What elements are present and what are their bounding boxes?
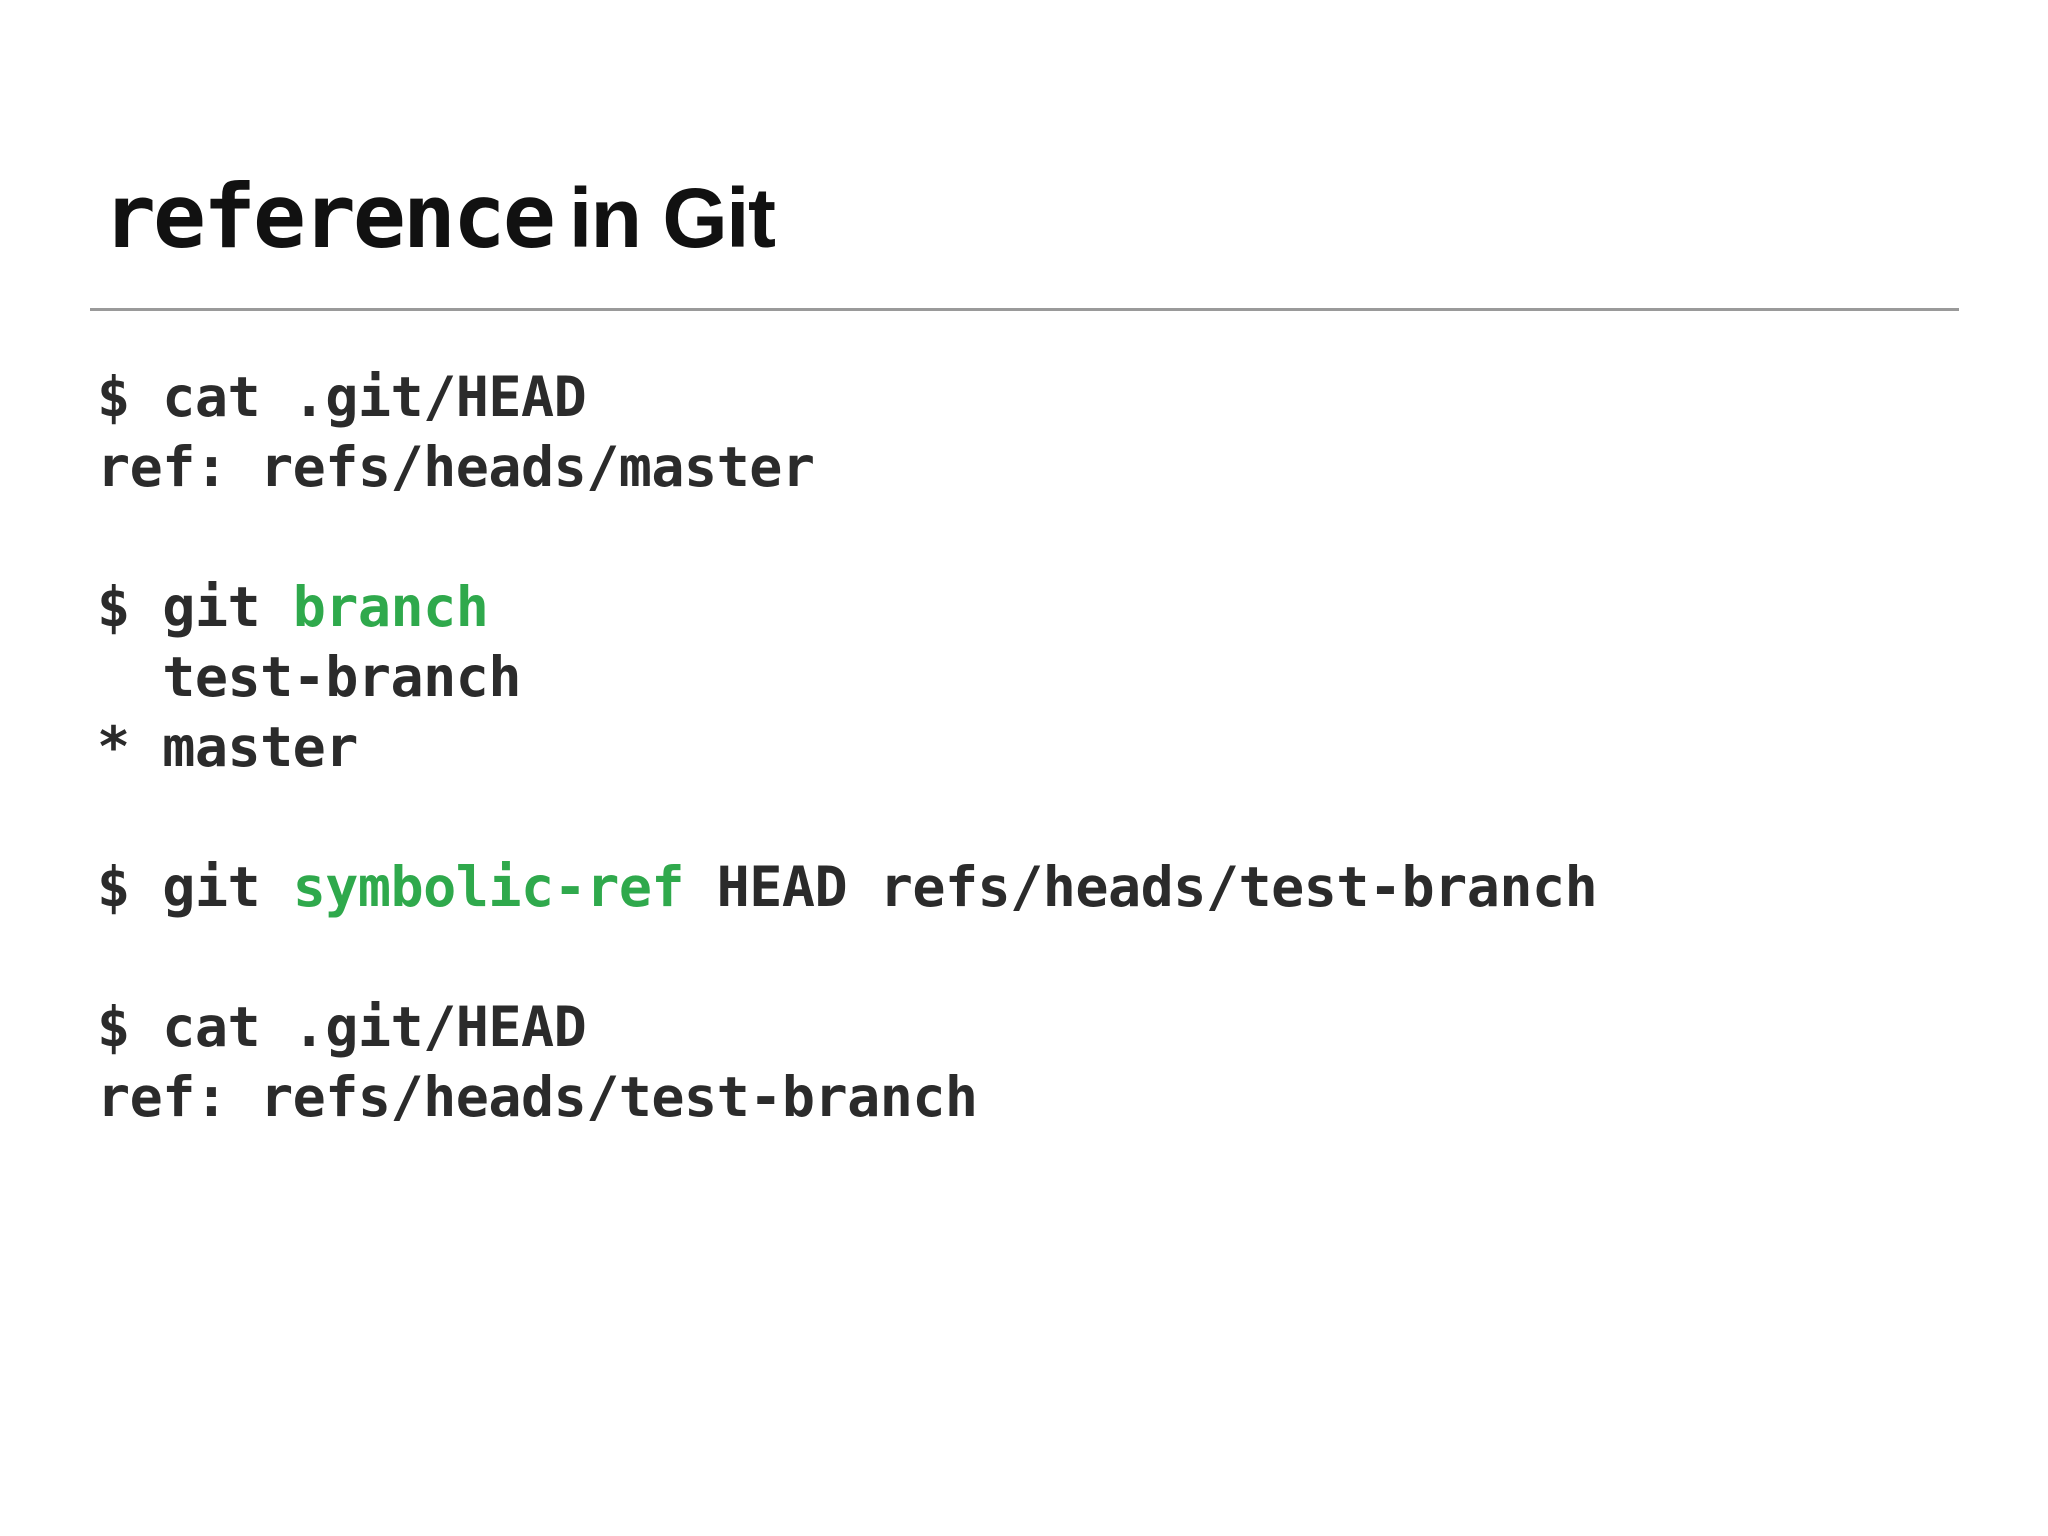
code-text: $ cat .git/HEAD — [97, 365, 587, 429]
git-subcommand-highlight: branch — [292, 575, 489, 639]
code-line-blank — [97, 782, 1597, 852]
code-line: ref: refs/heads/master — [97, 432, 1597, 502]
code-text: ref: refs/heads/master — [97, 435, 815, 499]
code-line: $ git symbolic-ref HEAD refs/heads/test-… — [97, 852, 1598, 922]
code-text: test-branch — [97, 645, 521, 709]
title-suffix: in Git — [568, 171, 776, 265]
title-divider — [90, 308, 1959, 311]
code-line: * master — [97, 712, 1597, 782]
git-subcommand-highlight: symbolic-ref — [292, 855, 685, 919]
code-line: ref: refs/heads/test-branch — [97, 1062, 1597, 1132]
code-text: HEAD refs/heads/test-branch — [684, 855, 1598, 919]
code-line-blank — [97, 922, 1597, 992]
code-text: $ cat .git/HEAD — [97, 995, 587, 1059]
code-line: test-branch — [97, 642, 1597, 712]
code-text: $ git — [97, 575, 293, 639]
code-text: $ git — [97, 855, 293, 919]
code-line-blank — [97, 502, 1597, 572]
code-text: * master — [97, 715, 358, 779]
code-line: $ git branch — [97, 572, 1597, 642]
code-line: $ cat .git/HEAD — [97, 992, 1597, 1062]
code-line: $ cat .git/HEAD — [97, 362, 1597, 432]
code-text: ref: refs/heads/test-branch — [97, 1065, 978, 1129]
terminal-output: $ cat .git/HEAD ref: refs/heads/master $… — [97, 362, 1598, 1132]
title-keyword: reference — [103, 165, 556, 268]
